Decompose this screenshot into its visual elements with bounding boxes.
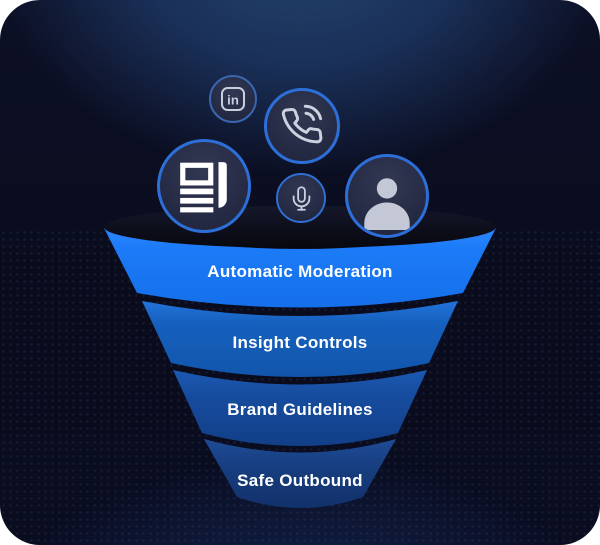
newspaper-badge — [157, 139, 251, 233]
microphone-icon — [292, 185, 310, 211]
linkedin-badge: in — [209, 75, 257, 123]
funnel-stage-1-shape — [104, 228, 496, 308]
phone-call-icon — [281, 104, 323, 144]
funnel-stage-3-shape — [173, 370, 427, 446]
microphone-badge — [276, 173, 326, 223]
person-badge — [345, 154, 429, 238]
funnel-stage-2-shape — [142, 301, 458, 377]
linkedin-in-text: in — [227, 92, 239, 107]
phone-badge — [264, 88, 340, 164]
funnel-stage-3-label: Brand Guidelines — [227, 400, 373, 419]
linkedin-icon: in — [221, 87, 246, 112]
person-icon — [364, 178, 410, 230]
funnel-stage-1-label: Automatic Moderation — [207, 262, 393, 281]
funnel-stage-4-label: Safe Outbound — [237, 471, 363, 490]
funnel-stage-2-label: Insight Controls — [232, 333, 368, 352]
newspaper-icon — [180, 162, 227, 213]
funnel-stage-4-shape — [204, 439, 396, 508]
